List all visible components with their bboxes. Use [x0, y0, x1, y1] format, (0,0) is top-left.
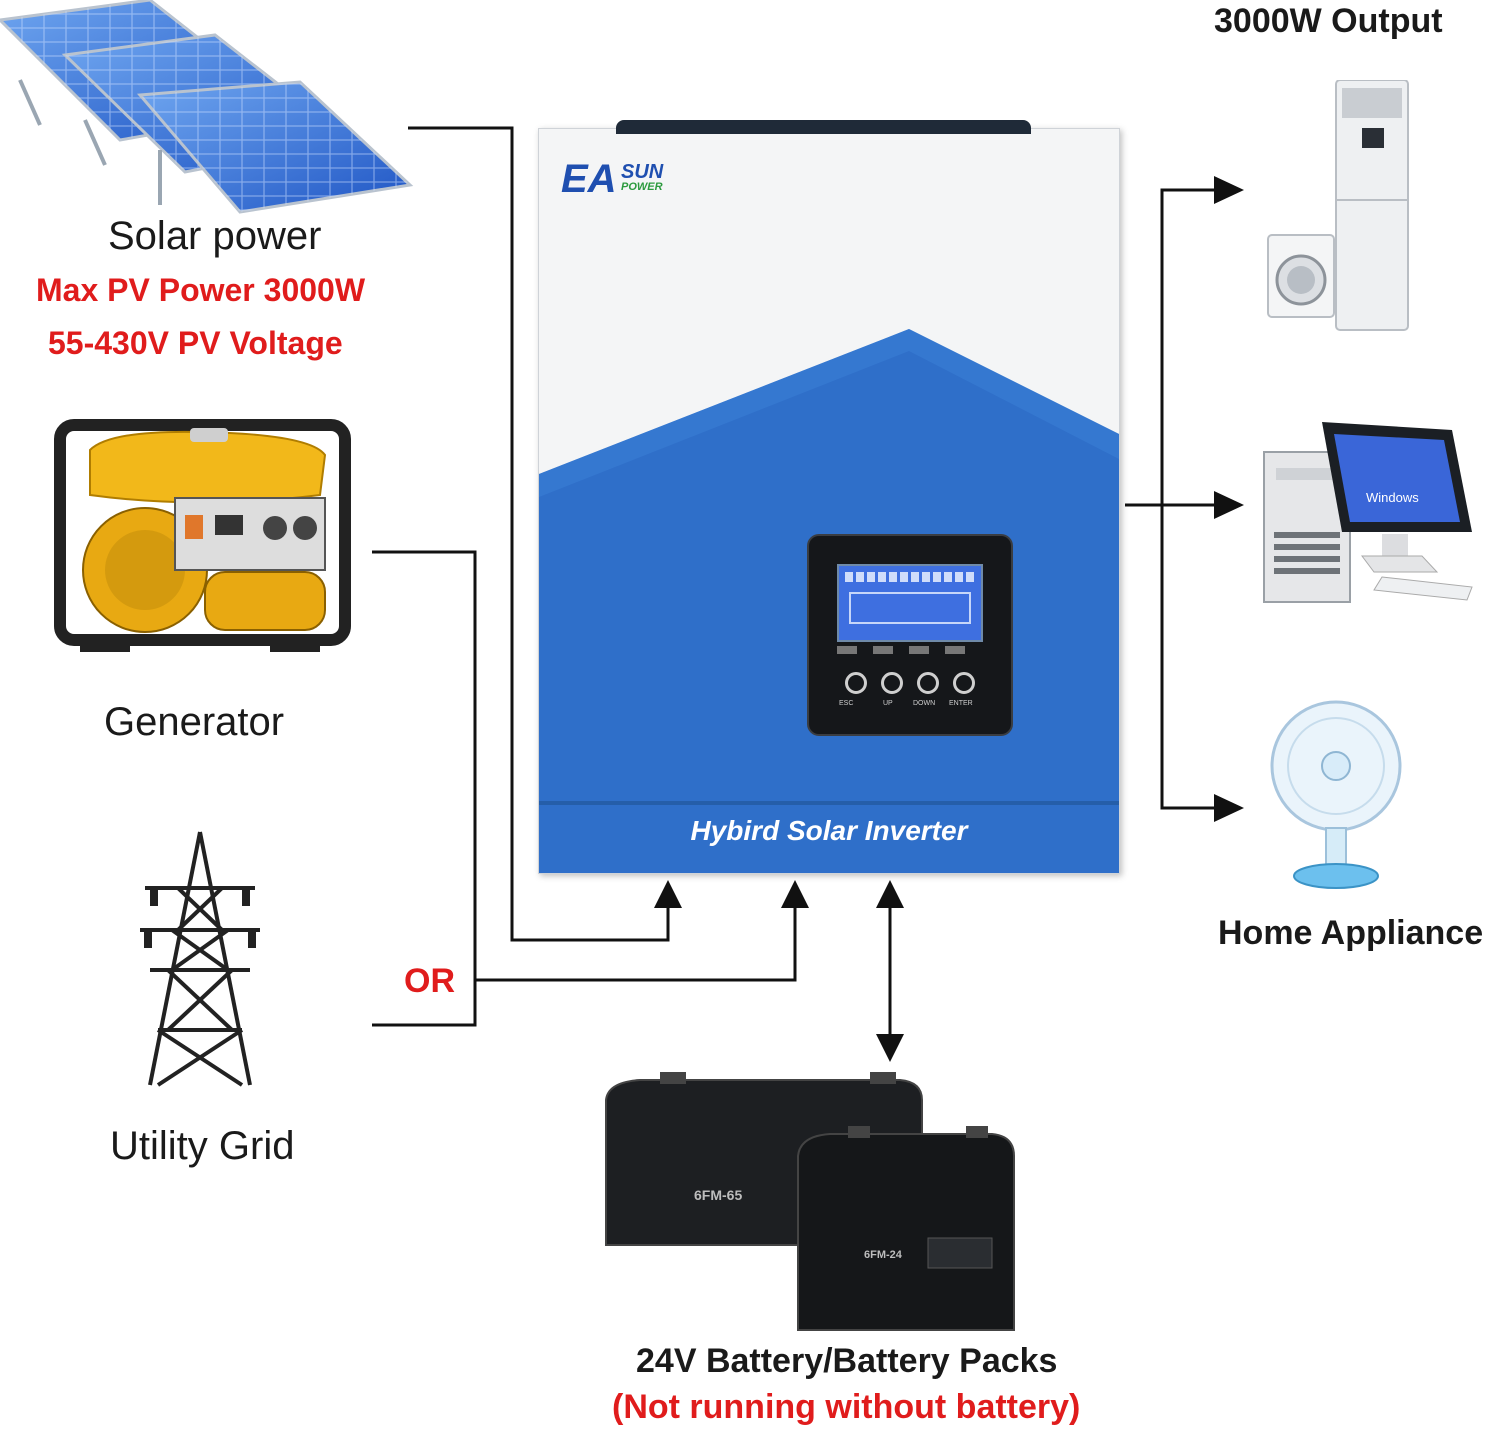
button-label-esc: ESC [839, 700, 854, 707]
solar-connection-line [408, 126, 670, 942]
output-title: 3000W Output [1214, 2, 1443, 40]
or-label: OR [404, 962, 455, 1000]
battery-down-arrowhead [876, 1034, 904, 1062]
battery-model-2: 6FM-24 [864, 1249, 903, 1261]
inverter-control-panel: ESC UP DOWN ENTER [807, 534, 1013, 736]
lcd-screen [837, 564, 983, 642]
battery-model-1: 6FM-65 [694, 1187, 742, 1203]
ac-input-connection-line [475, 895, 797, 982]
power-tower-icon [140, 831, 260, 1087]
air-conditioner-washer-icon [1267, 80, 1409, 331]
button-label-up: UP [883, 700, 893, 707]
button-label-down: DOWN [913, 700, 936, 707]
battery-pack-icon: 6FM-65 6FM-24 [605, 1072, 1015, 1331]
esc-button[interactable] [845, 672, 867, 694]
output-arrowhead-2 [1214, 491, 1244, 519]
inverter-panel-shape [539, 329, 1119, 873]
output-arrowhead-1 [1214, 176, 1244, 204]
up-button[interactable] [881, 672, 903, 694]
battery-label: 24V Battery/Battery Packs [636, 1342, 1058, 1380]
status-leds [837, 646, 979, 654]
generator-icon [54, 419, 351, 652]
button-label-enter: ENTER [949, 700, 973, 707]
enter-button[interactable] [953, 672, 975, 694]
desktop-computer-icon: Windows [1263, 422, 1473, 603]
generator-label: Generator [104, 700, 285, 744]
ac-input-arrowhead [781, 880, 809, 908]
solar-spec-voltage: 55-430V PV Voltage [48, 325, 343, 361]
battery-note: (Not running without battery) [612, 1388, 1081, 1426]
solar-spec-power: Max PV Power 3000W [36, 272, 366, 308]
solar-label: Solar power [108, 214, 322, 258]
inverter-body: EA SUN POWER ESC UP DOWN ENTER Hybird So… [538, 128, 1120, 874]
windows-screen-text: Windows [1366, 490, 1419, 505]
inverter-top-handle [616, 120, 1031, 134]
home-appliance-label: Home Appliance [1218, 914, 1484, 952]
battery-up-arrowhead [876, 880, 904, 908]
grid-label: Utility Grid [110, 1124, 295, 1168]
inverter-product-name: Hybird Solar Inverter [690, 815, 968, 846]
solar-panels-icon [0, 0, 414, 214]
down-button[interactable] [917, 672, 939, 694]
generator-connection-line [372, 550, 477, 1027]
easun-logo: EA SUN POWER [561, 157, 664, 201]
desk-fan-icon [1270, 700, 1402, 889]
output-arrowhead-3 [1214, 794, 1244, 822]
solar-input-arrowhead [654, 880, 682, 908]
